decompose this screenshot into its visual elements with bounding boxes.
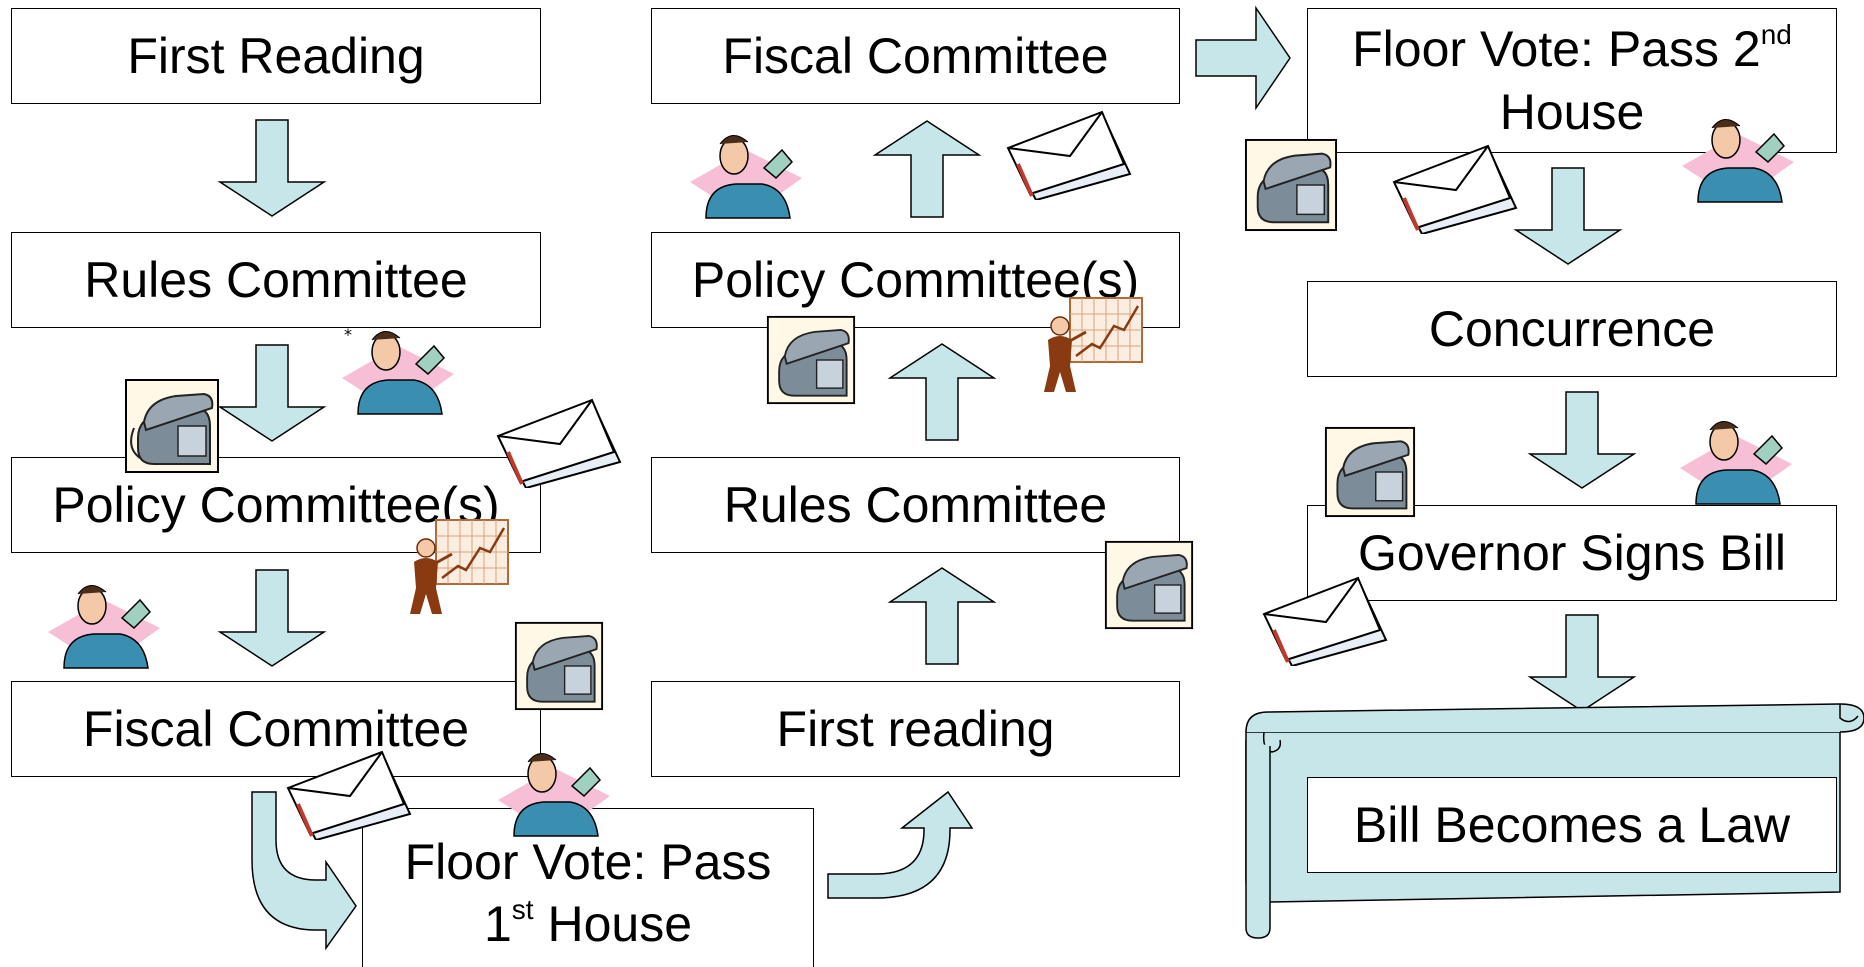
step-policy-committees-2: Policy Committee(s): [651, 232, 1180, 328]
svg-text:*: *: [344, 325, 352, 344]
telephone-icon: [766, 315, 856, 405]
telephone-icon: [1104, 540, 1194, 630]
step-rules-committee: Rules Committee: [11, 232, 541, 328]
step-label-line2: House: [1499, 83, 1645, 140]
step-governor-signs: Governor Signs Bill: [1307, 505, 1837, 601]
step-first-reading-2: First reading: [651, 681, 1180, 777]
businessman-icon: [690, 135, 802, 219]
step-concurrence: Concurrence: [1307, 281, 1837, 377]
step-label: First Reading: [127, 27, 425, 84]
businessman-icon: [1680, 421, 1792, 505]
presenter-chart-icon: [1044, 297, 1143, 392]
arrow-curve-down: [251, 791, 357, 951]
step-label-line2: 1st House: [483, 894, 693, 952]
step-bill-becomes-law: Bill Becomes a Law: [1307, 777, 1837, 873]
step-label: Policy Committee(s): [691, 251, 1140, 308]
arrow-down-3: [219, 569, 325, 667]
step-fiscal-committee-2: Fiscal Committee: [651, 8, 1180, 104]
arrow-down-6: [1529, 614, 1635, 712]
businessman-icon: [498, 753, 610, 837]
step-label: Fiscal Committee: [722, 27, 1109, 84]
telephone-icon: [514, 621, 604, 711]
envelope-icon: [1262, 576, 1388, 666]
arrow-up-1: [889, 567, 995, 665]
step-label: Concurrence: [1428, 300, 1716, 357]
envelope-icon: [1392, 144, 1518, 234]
step-label-line1: Floor Vote: Pass 2nd: [1352, 19, 1792, 77]
envelope-icon: [1006, 110, 1132, 200]
arrow-curve-up: [827, 790, 974, 899]
telephone-icon: [1244, 138, 1338, 232]
step-first-reading: First Reading: [11, 8, 541, 104]
step-label: Governor Signs Bill: [1358, 524, 1786, 581]
step-label: Rules Committee: [723, 476, 1108, 533]
arrow-down-5: [1529, 391, 1635, 489]
step-label: Bill Becomes a Law: [1353, 796, 1791, 853]
step-fiscal-committee: Fiscal Committee: [11, 681, 541, 777]
arrow-up-2: [889, 343, 995, 441]
arrow-right: [1195, 5, 1291, 111]
step-label: Rules Committee: [84, 251, 468, 308]
step-rules-committee-2: Rules Committee: [651, 457, 1180, 553]
envelope-icon: [496, 398, 622, 488]
presenter-chart-icon: [410, 519, 509, 614]
arrow-down-4: [1515, 167, 1621, 265]
businessman-icon: [48, 585, 160, 669]
step-label: Fiscal Committee: [82, 700, 470, 757]
arrow-down-1: [219, 119, 325, 217]
arrow-up-3: [874, 120, 980, 218]
telephone-icon: [1324, 426, 1416, 518]
step-label: Policy Committee(s): [52, 476, 500, 533]
businessman-icon: *: [342, 325, 454, 415]
businessman-icon: [1682, 119, 1794, 203]
step-floor-vote-second-house: Floor Vote: Pass 2nd House: [1307, 8, 1837, 153]
telephone-icon: [125, 379, 219, 473]
step-label: First reading: [776, 700, 1055, 757]
step-label-line1: Floor Vote: Pass: [404, 833, 772, 890]
arrow-down-2: [219, 344, 325, 442]
envelope-icon: [286, 750, 412, 840]
